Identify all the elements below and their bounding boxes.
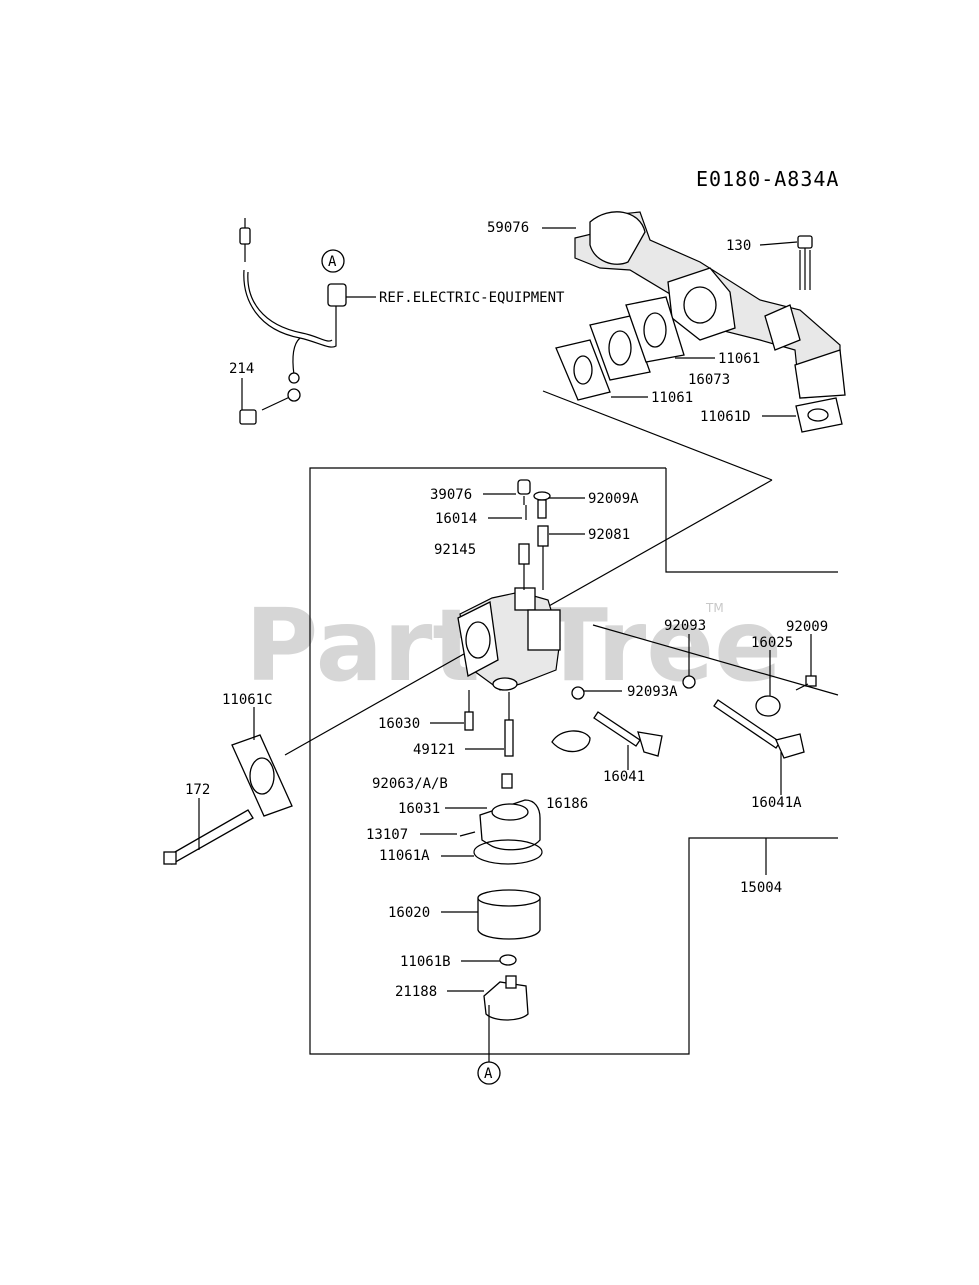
leader-lines <box>198 227 812 992</box>
plate-16025-icon <box>755 695 781 717</box>
connector-marker-bottom: A <box>477 1005 501 1085</box>
part-label: 11061D <box>700 409 751 425</box>
assembly-frame <box>284 390 839 1055</box>
part-label: 92009 <box>786 619 828 635</box>
part-label: 92081 <box>588 527 630 543</box>
part-label: 16041 <box>603 769 645 785</box>
wire-harness <box>239 218 347 425</box>
part-label: 15004 <box>740 880 782 896</box>
part-labels: 59076 130 214 11061 16073 11061 11061D 3… <box>185 220 828 1000</box>
part-label: 16014 <box>435 511 477 527</box>
screw-214-icon <box>239 409 257 425</box>
shaft-16041-icon <box>551 686 663 757</box>
reference-note: REF.ELECTRIC-EQUIPMENT <box>379 290 565 306</box>
carburetor-body-icon <box>457 587 561 691</box>
svg-text:A: A <box>484 1066 493 1082</box>
part-label: 92009A <box>588 491 639 507</box>
part-label: 92145 <box>434 542 476 558</box>
part-label: 16041A <box>751 795 802 811</box>
part-label: 16031 <box>398 801 440 817</box>
top-screws-icon <box>517 479 551 590</box>
exploded-line-manifold <box>542 390 773 481</box>
part-label: 11061A <box>379 848 430 864</box>
part-label: 13107 <box>366 827 408 843</box>
connector-marker-top: A <box>321 249 345 273</box>
part-label: 39076 <box>430 487 472 503</box>
svg-text:A: A <box>328 254 337 270</box>
part-label: 11061 <box>718 351 760 367</box>
plate-16041-icon <box>551 730 591 753</box>
part-label: 172 <box>185 782 210 798</box>
part-label: 130 <box>726 238 751 254</box>
watermark-trademark: TM <box>705 601 724 615</box>
part-label: 16073 <box>688 372 730 388</box>
exhaust-manifold-icon <box>574 211 846 399</box>
bolt-130-icon <box>797 235 813 290</box>
tube-49121-icon <box>504 692 514 757</box>
part-label: 16025 <box>751 635 793 651</box>
exploded-line-shaft <box>592 624 839 696</box>
part-label: 11061B <box>400 954 451 970</box>
part-label: 214 <box>229 361 254 377</box>
part-label: 59076 <box>487 220 529 236</box>
part-label: 11061 <box>651 390 693 406</box>
float-bowl-icon <box>459 773 543 1021</box>
part-label: 16020 <box>388 905 430 921</box>
manifold-gaskets-icon <box>555 296 843 433</box>
wire-connector-icon <box>327 283 347 307</box>
part-label: 11061C <box>222 692 273 708</box>
jet-16030-icon <box>464 690 474 731</box>
part-label: 92093A <box>627 684 678 700</box>
stud-172-icon <box>163 809 254 865</box>
part-label: 16030 <box>378 716 420 732</box>
gasket-11061C-icon <box>231 734 293 817</box>
part-label: 16186 <box>546 796 588 812</box>
part-label: 92093 <box>664 618 706 634</box>
diagram-code: E0180-A834A <box>696 167 839 191</box>
part-label: 49121 <box>413 742 455 758</box>
shaft-16041A-icon <box>682 675 817 759</box>
part-label: 92063/A/B <box>372 776 448 792</box>
part-label: 21188 <box>395 984 437 1000</box>
